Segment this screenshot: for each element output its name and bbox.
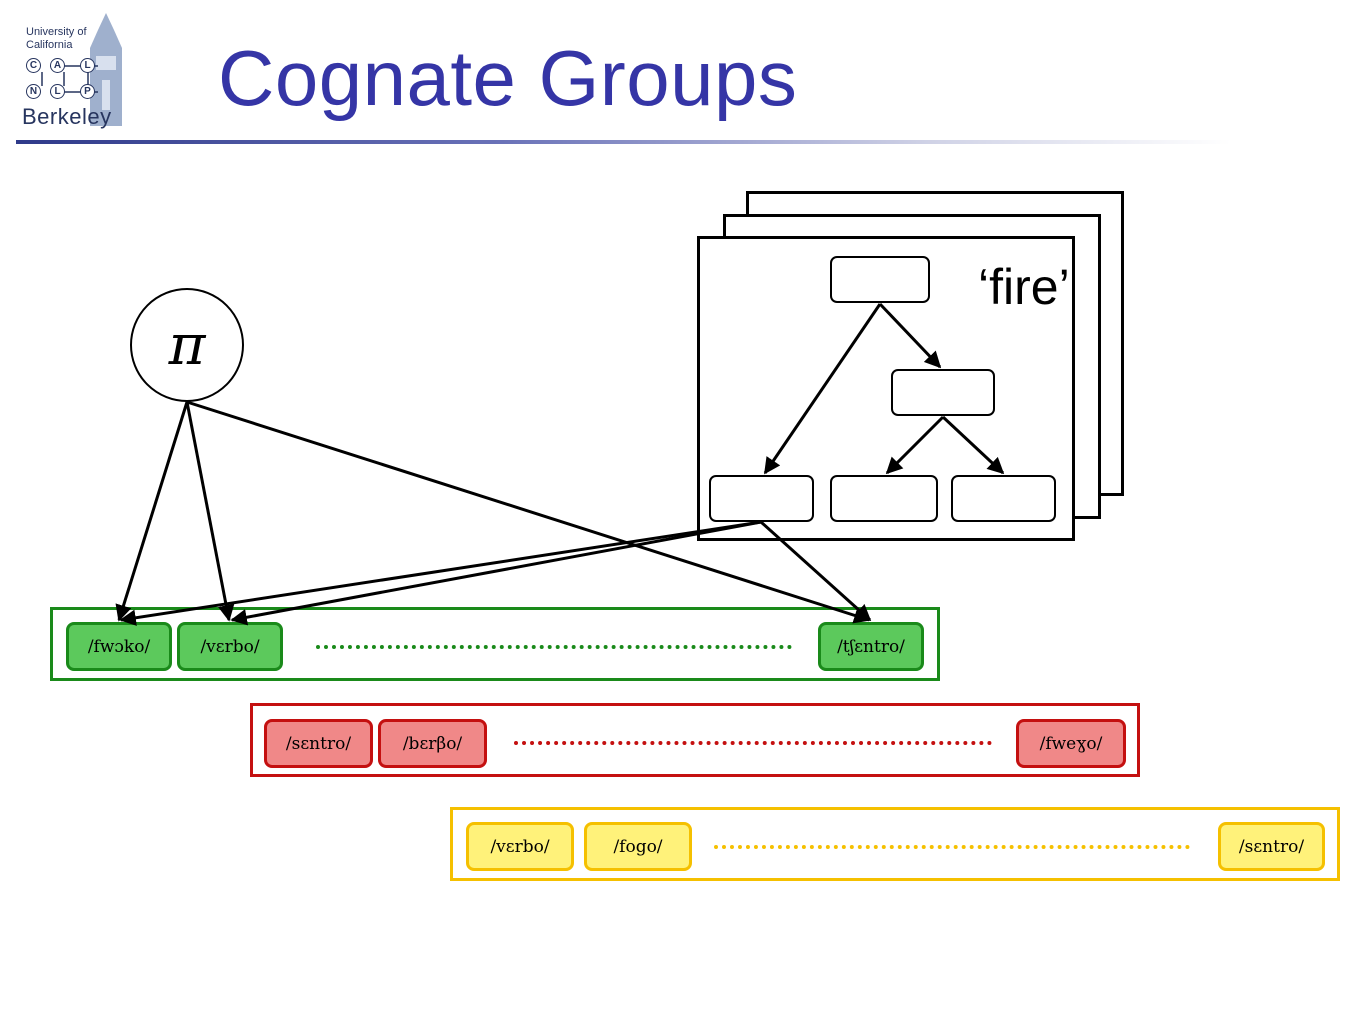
- word-yellow-2: /fogo/: [584, 822, 692, 871]
- cognate-group-red: [250, 703, 1140, 777]
- word-yellow-3: /sɛntro/: [1218, 822, 1325, 871]
- pi-node: π: [130, 288, 244, 402]
- edge-pi-to-word3: [186, 400, 871, 624]
- edge-internal-to-leaf2: [885, 415, 945, 475]
- edge-pi-to-word2: [185, 401, 235, 622]
- edge-root-to-leaf1: [763, 303, 882, 475]
- berkeley-calnlp-logo: University of California C A L N L P Ber…: [20, 8, 130, 133]
- cognate-group-yellow: [450, 807, 1340, 881]
- tree-internal-node: [891, 369, 995, 416]
- tree-leaf-node-3: [951, 475, 1056, 522]
- cognate-group-green: [50, 607, 940, 681]
- word-red-1: /sɛntro/: [264, 719, 373, 768]
- logo-node-l1: L: [80, 58, 95, 73]
- logo-berkeley-text: Berkeley: [22, 104, 112, 129]
- logo-university-line1: University of: [26, 26, 87, 38]
- edge-leaf1-to-word2: [230, 520, 762, 626]
- word-green-2: /vɛrbo/: [177, 622, 283, 671]
- edge-leaf1-to-word3: [759, 520, 872, 622]
- logo-node-l2: L: [50, 84, 65, 99]
- edge-leaf1-to-word1: [119, 520, 762, 626]
- tree-root-node: [830, 256, 930, 303]
- word-green-1: /fwɔko/: [66, 622, 172, 671]
- ellipsis-green: [316, 645, 792, 649]
- edge-internal-to-leaf3: [941, 415, 1005, 475]
- logo-node-n: N: [26, 84, 41, 99]
- logo-university-line2: California: [26, 39, 73, 51]
- ellipsis-yellow: [714, 845, 1190, 849]
- ellipsis-red: [514, 741, 992, 745]
- logo-node-c: C: [26, 58, 41, 73]
- logo-node-a: A: [50, 58, 65, 73]
- pi-symbol: π: [168, 312, 206, 378]
- word-yellow-1: /vɛrbo/: [466, 822, 574, 871]
- logo-node-p: P: [80, 84, 95, 99]
- slide-title: Cognate Groups: [218, 34, 798, 122]
- logo-university-text: University of California: [26, 26, 87, 52]
- title-underline: [16, 140, 1231, 144]
- word-red-3: /fweɣo/: [1016, 719, 1126, 768]
- edge-pi-to-word1: [115, 401, 189, 622]
- tree-leaf-node-1: [709, 475, 814, 522]
- word-red-2: /bɛrβo/: [378, 719, 487, 768]
- meaning-label: ‘fire’: [978, 259, 1070, 315]
- tree-leaf-node-2: [830, 475, 938, 522]
- edge-root-to-internal: [878, 302, 942, 369]
- word-green-3: /tʃɛntro/: [818, 622, 924, 671]
